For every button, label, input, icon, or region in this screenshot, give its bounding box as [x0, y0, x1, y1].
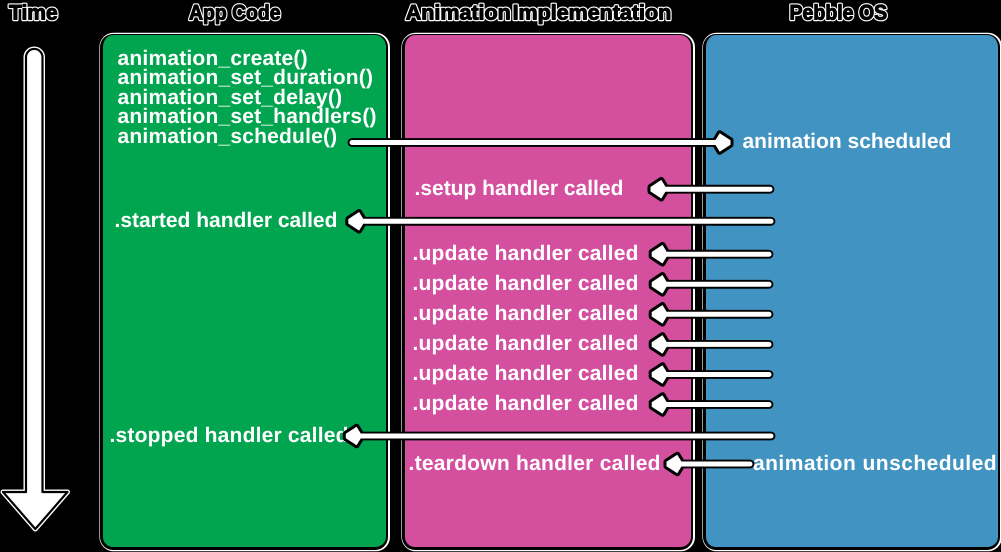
svg-text:Time: Time — [9, 2, 58, 25]
svg-text:Animation Implementation: Animation Implementation — [406, 2, 671, 25]
svg-text:Pebble OS: Pebble OS — [790, 2, 888, 25]
svg-text:App Code: App Code — [189, 2, 281, 25]
svg-text:Time: Time — [9, 2, 58, 25]
svg-text:Pebble OS: Pebble OS — [790, 2, 888, 25]
svg-text:App Code: App Code — [189, 2, 281, 25]
svg-text:Animation Implementation: Animation Implementation — [406, 2, 671, 25]
